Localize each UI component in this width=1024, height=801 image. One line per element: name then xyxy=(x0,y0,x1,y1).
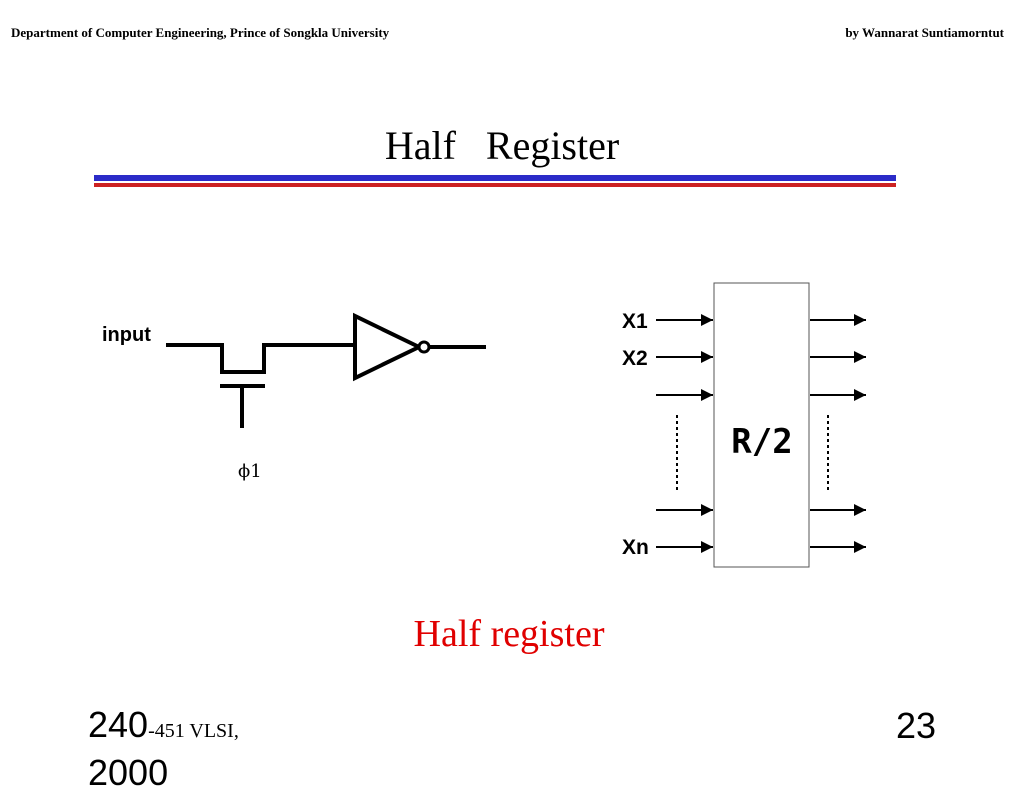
input-label-xn: Xn xyxy=(622,536,649,559)
inverter-symbol xyxy=(353,312,424,382)
input-wire xyxy=(166,343,354,374)
figure-caption: Half register xyxy=(413,613,605,655)
course-year: 2000 xyxy=(88,752,169,793)
course-footer: 240-451 VLSI, 2000 xyxy=(88,705,348,801)
input-label-x1: X1 xyxy=(622,310,648,333)
inverter-bubble xyxy=(417,340,431,354)
register-block-group: R/2 X1 X2 Xn xyxy=(622,282,866,568)
clock-label: ϕ1 xyxy=(238,461,262,482)
half-register-circuit: input ϕ1 xyxy=(102,312,486,482)
input-label: input xyxy=(102,324,151,346)
title-rule-red xyxy=(94,183,896,187)
half-register-diagram: input ϕ1 R/2 X1 X2 Xn xyxy=(102,282,866,568)
course-name: -451 VLSI, xyxy=(148,720,239,742)
register-box xyxy=(713,282,810,568)
header-author: by Wannarat Suntiamorntut xyxy=(845,25,1004,40)
register-label: R/2 xyxy=(731,422,792,462)
title-rule-blue xyxy=(94,175,896,181)
page-number: 23 xyxy=(895,705,936,746)
header-department: Department of Computer Engineering, Prin… xyxy=(11,25,390,40)
input-label-x2: X2 xyxy=(622,347,648,370)
course-number: 240 xyxy=(88,704,149,745)
slide-title: Half Register xyxy=(384,123,620,168)
